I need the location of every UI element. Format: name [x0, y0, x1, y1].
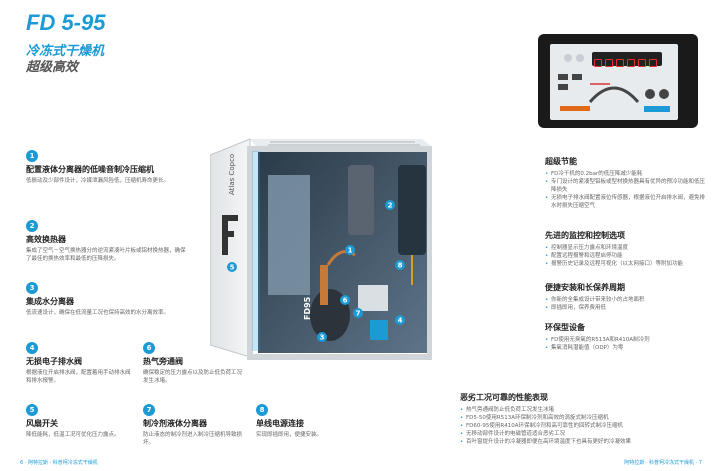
section-item: 你新的全集成设计带来较小的占地面积 [545, 296, 710, 304]
feature-desc: 防止液态的制冷剂进入制冷压缩机导致损坏。 [143, 432, 243, 446]
section-item: FD60-95使用R410A环保制冷剂和高可靠性的回转式制冷压缩机 [460, 422, 700, 430]
display-digit [638, 59, 646, 67]
section-item: 无损电子排水阀配置液位传感器，根据液位开启排水阀，避免排水时损失压缩空气 [545, 194, 710, 210]
feature-7: 7 制冷剂液体分离器 防止液态的制冷剂进入制冷压缩机导致损坏。 [143, 404, 243, 447]
feature-number-badge: 3 [26, 282, 38, 294]
feature-number-badge: 4 [26, 342, 38, 354]
section-title: 恶劣工况可靠的性能表现 [460, 393, 548, 402]
feature-8: 8 单线电源连接 实现即插即用，便捷安装。 [256, 404, 356, 439]
section-monitoring-control: 先进的监控和控制选项 控制器显示压力露点和环境温度 配置远程报警和远程启停功能 … [545, 230, 710, 268]
feature-number-badge: 8 [256, 404, 268, 416]
callout-5: 5 [230, 264, 235, 272]
section-item: 无移动部件设计的电磁管道适合恶劣工况 [460, 430, 700, 438]
section-item: FD冷干机的0.2bar的低压降减少能耗 [545, 170, 710, 178]
section-title: 超级节能 [545, 157, 577, 166]
feature-title: 风扇开关 [26, 419, 58, 428]
section-installation-maintenance: 便捷安装和长保养周期 你新的全集成设计带来较小的占地面积 即插即用，保养费用低 [545, 282, 710, 312]
feature-number-badge: 2 [26, 220, 38, 232]
feature-title: 热气旁通阀 [143, 357, 183, 366]
section-item: 报警历史记录及远程可视化（以太网接口）等附加功能 [545, 260, 710, 268]
feature-desc: 降低能耗，低温工况可优化压力露点。 [26, 432, 120, 438]
model-label: FD95 [303, 296, 312, 320]
section-title: 便捷安装和长保养周期 [545, 283, 625, 292]
section-title: 环保型设备 [545, 323, 585, 332]
section-item: 百叶窗提升设计的冷凝器即便在高环境温度下也具有更好的冷凝效果 [460, 438, 700, 446]
footer-right: 阿特拉斯 · 科普柯冷冻式干燥机 · 7 [624, 460, 702, 466]
section-eco-friendly: 环保型设备 FD使用无臭氧的R513A和R410A制冷剂 集氧消耗潜能值（ODP… [545, 322, 710, 352]
feature-number-badge: 5 [26, 404, 38, 416]
feature-2: 2 高效换热器 集成了空气－空气换热器分的逆流紧凑叶片板或铝材换热器，确保了最佳… [26, 220, 186, 263]
feature-desc: 确保稳定的压力露点以及防止低负荷工况发生冰堵。 [143, 370, 243, 384]
feature-4: 4 无损电子排水阀 根据液位开启排水阀，配置着用手动排水阀和排水报警。 [26, 342, 131, 385]
callout-4: 4 [398, 317, 403, 325]
callout-3: 3 [320, 334, 325, 342]
callout-8: 8 [398, 262, 403, 270]
section-title: 先进的监控和控制选项 [545, 231, 625, 240]
section-harsh-conditions: 恶劣工况可靠的性能表现 热气旁通阀防止低负荷工况发生冰堵 FD5-50使用R51… [460, 392, 700, 446]
controller-diagram [558, 54, 670, 112]
controller-panel-image [538, 34, 698, 128]
feature-desc: 根据液位开启排水阀，配置着用手动排水阀和排水报警。 [26, 370, 131, 384]
display-digit [594, 59, 602, 67]
page-title: FD 5-95 [26, 10, 106, 35]
callout-7: 7 [356, 310, 361, 318]
feature-number-badge: 6 [143, 342, 155, 354]
section-item: FD使用无臭氧的R513A和R410A制冷剂 [545, 336, 710, 344]
section-item: 控制器显示压力露点和环境温度 [545, 244, 710, 252]
feature-title: 制冷剂液体分离器 [143, 419, 207, 428]
feature-number-badge: 1 [26, 150, 38, 162]
product-tagline: 超级高效 [26, 60, 79, 75]
feature-title: 单线电源连接 [256, 419, 304, 428]
controller-display [592, 52, 662, 67]
feature-desc: 集成了空气－空气换热器分的逆流紧凑叶片板或铝材换热器，确保了最佳的换热效率和最低… [26, 248, 186, 262]
feature-title: 无损电子排水阀 [26, 357, 82, 366]
dryer-cutaway-image: Atlas Copco FD95 2 1 8 5 6 3 7 4 [210, 138, 432, 360]
feature-desc: 低振动及少部件设计，冷媒泄漏风险低，压缩机寿命更长。 [26, 178, 170, 184]
display-digit [649, 59, 657, 67]
feature-5: 5 风扇开关 降低能耗，低温工况可优化压力露点。 [26, 404, 131, 439]
product-subtitle: 冷冻式干燥机 [26, 44, 105, 59]
callout-2: 2 [388, 202, 393, 210]
display-digit [605, 59, 613, 67]
section-item: 热气旁通阀防止低负荷工况发生冰堵 [460, 406, 700, 414]
feature-desc: 低流速设计，确保在低流量工况也保持高效的水分离效率。 [26, 310, 170, 316]
section-item: 即插即用，保养费用低 [545, 304, 710, 312]
feature-title: 集成水分离器 [26, 297, 74, 306]
section-energy-saving: 超级节能 FD冷干机的0.2bar的低压降减少能耗 专门设计的紧凑型铝板或型材换… [545, 156, 710, 210]
feature-1: 1 配置液体分离器的低噪音制冷压缩机 低振动及少部件设计，冷媒泄漏风险低，压缩机… [26, 150, 186, 185]
feature-number-badge: 7 [143, 404, 155, 416]
footer-left: 6 · 阿特拉斯 · 科普柯冷冻式干燥机 [20, 460, 98, 466]
feature-6: 6 热气旁通阀 确保稳定的压力露点以及防止低负荷工况发生冰堵。 [143, 342, 243, 385]
callout-6: 6 [343, 297, 348, 305]
section-item: 集氧消耗潜能值（ODP）为零 [545, 344, 710, 352]
display-digit [616, 59, 624, 67]
section-item: FD5-50使用R513A环保制冷剂和高效的涡旋式制冷压缩机 [460, 414, 700, 422]
callout-1: 1 [348, 247, 353, 255]
feature-desc: 实现即插即用，便捷安装。 [256, 432, 323, 438]
feature-3: 3 集成水分离器 低流速设计，确保在低流量工况也保持高效的水分离效率。 [26, 282, 186, 317]
brand-label: Atlas Copco [228, 154, 236, 195]
controller-faceplate [550, 44, 678, 120]
feature-title: 高效换热器 [26, 235, 66, 244]
feature-title: 配置液体分离器的低噪音制冷压缩机 [26, 165, 154, 174]
section-item: 配置远程报警和远程启停功能 [545, 252, 710, 260]
display-digit [627, 59, 635, 67]
section-item: 专门设计的紧凑型铝板或型材换热器具有优异的预冷功能和低压降损失 [545, 178, 710, 194]
